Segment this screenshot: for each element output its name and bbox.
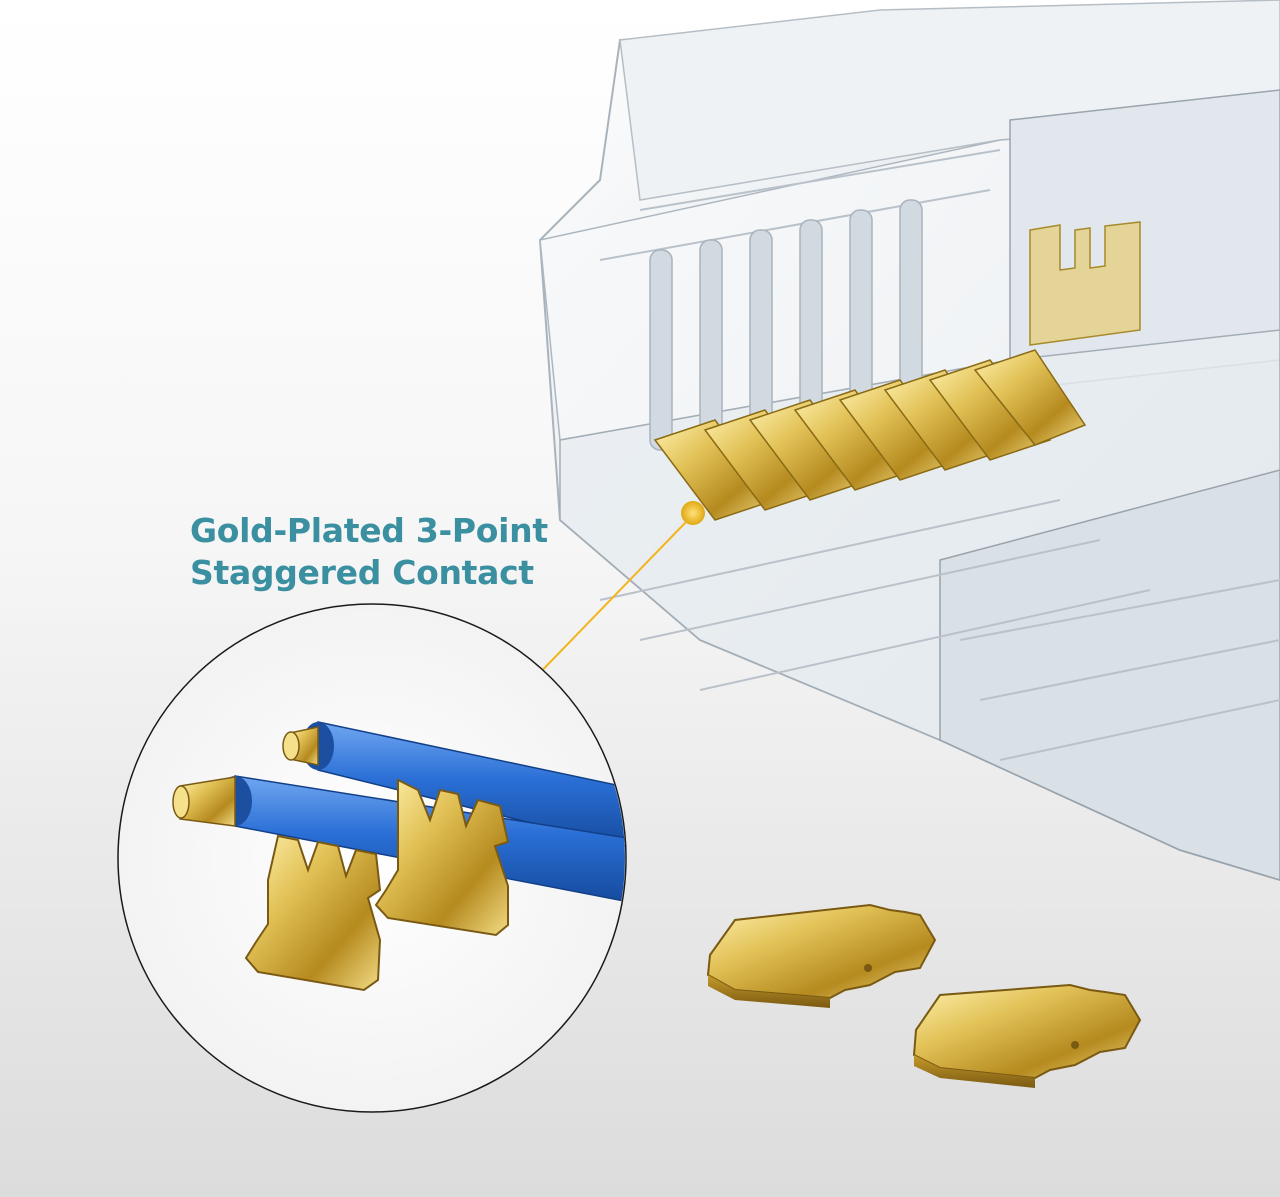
contact-blade-front [244,834,382,992]
side-contact [1029,221,1141,346]
leader-line [527,521,687,686]
caption-line-2: Staggered Contact [190,553,534,592]
loose-contact-left [706,903,937,1008]
contact-blade-rear [374,778,510,937]
connector-gold-contacts [653,349,1087,521]
highlight-dot [681,501,705,525]
magnifier-lens [117,603,627,1113]
caption-line-1: Gold-Plated 3-Point [190,511,548,550]
blue-wire-upper [282,721,625,851]
rj45-connector [538,0,1280,882]
feature-caption: Gold-Plated 3-Point Staggered Contact [190,510,548,594]
loose-contact-right [912,983,1142,1088]
